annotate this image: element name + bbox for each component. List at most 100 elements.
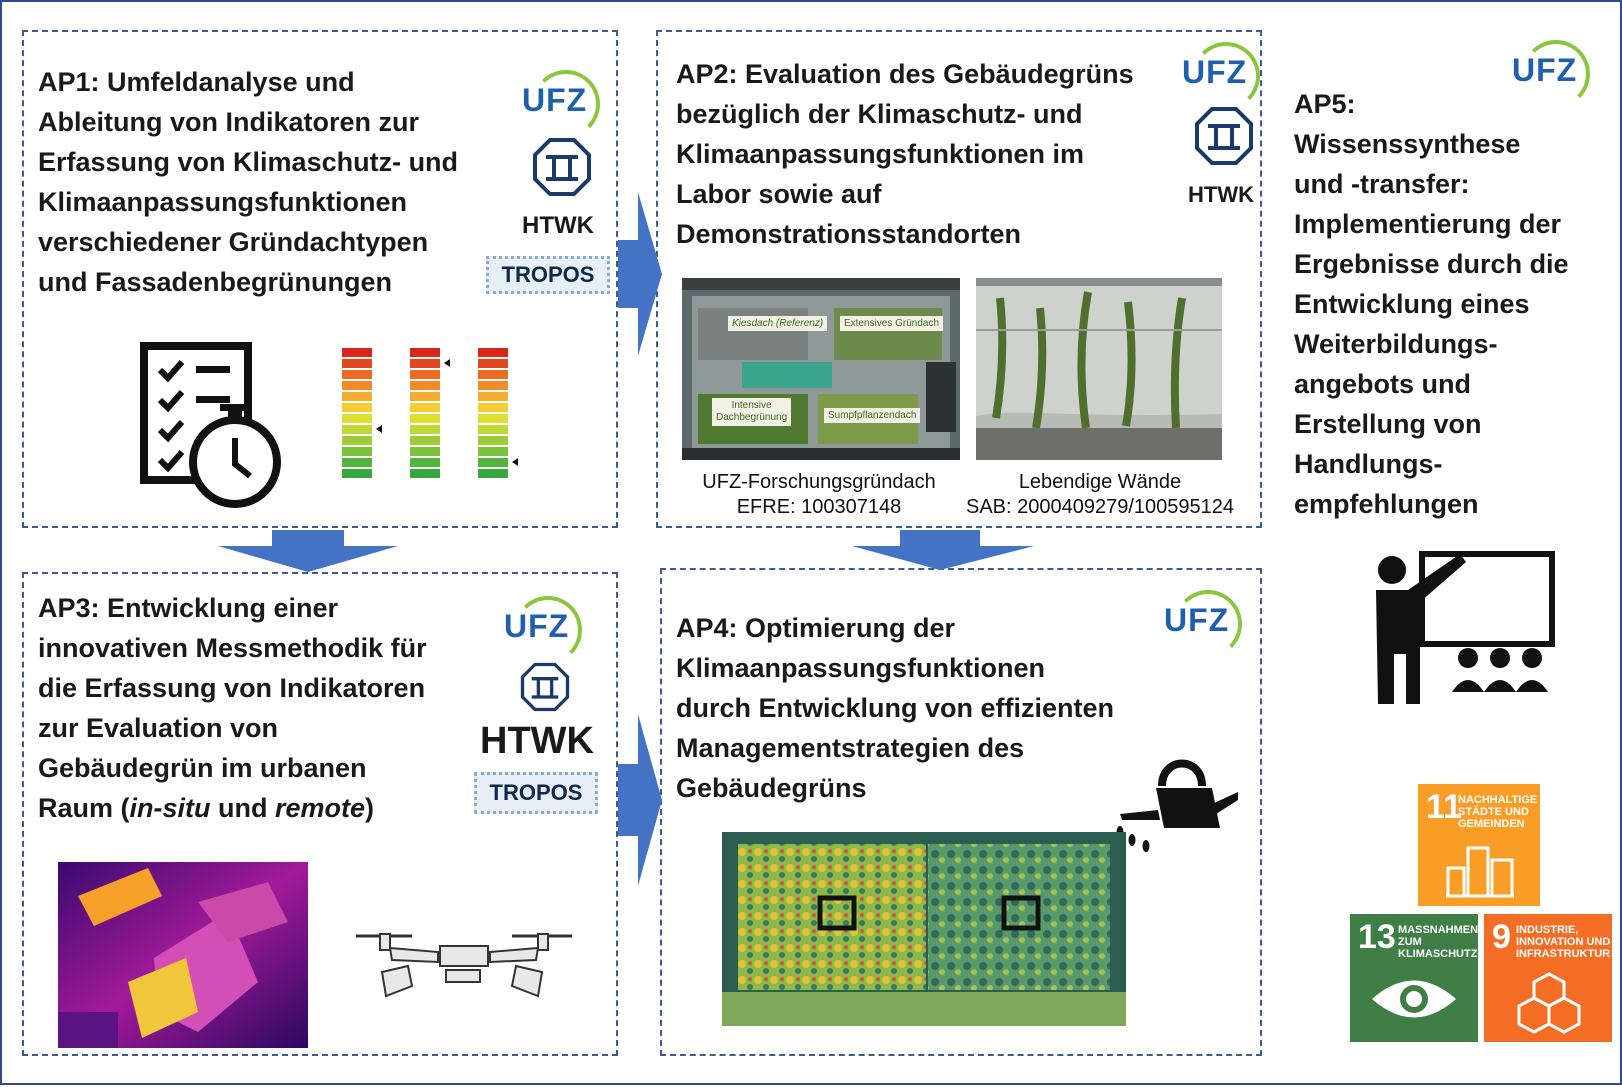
climate-eye-icon [1372, 980, 1456, 1018]
htwk-logo: HTWK [1188, 182, 1254, 207]
ap2-title-line: AP2: Evaluation des Gebäudegrüns [676, 59, 1134, 89]
ufz-arc-icon [514, 596, 582, 664]
indicator-bar-segment [410, 381, 440, 390]
indicator-bar-segment [478, 348, 508, 357]
ap5-title-line: Handlungs- [1294, 449, 1443, 479]
ap1-title-line: Klimaanpassungsfunktionen [38, 187, 408, 217]
sdg-tile-background [1350, 914, 1478, 1042]
indicator-bar-segment [410, 414, 440, 423]
ufz-logo: UFZ [1512, 40, 1590, 108]
checklist-stopwatch-icon [140, 342, 281, 508]
ap3-title-fragment: und [210, 793, 275, 823]
sdg-text-line: KLIMASCHUTZ [1398, 948, 1478, 960]
ap2-title-line: bezüglich der Klimaschutz- und [676, 99, 1083, 129]
indicator-bar-segment [410, 436, 440, 445]
sdg-11-tile: 11 NACHHALTIGE STÄDTE UND GEMEINDEN [1418, 784, 1540, 906]
indicator-bar-segment [342, 447, 372, 456]
ap5-title-line: AP5: [1294, 89, 1356, 119]
ap4-title-line: AP4: Optimierung der [676, 613, 956, 643]
drone-icon [356, 933, 572, 998]
ap2-title-line: Klimaanpassungsfunktionen im [676, 139, 1085, 169]
htwk-logo: HTWK [480, 720, 594, 762]
indicator-bar-segment [410, 348, 440, 357]
ap5-title-line: Entwicklung eines [1294, 289, 1530, 319]
indicator-bar-segment [342, 359, 372, 368]
indicator-bar-segment [342, 381, 372, 390]
sdg-text-line: INFRASTRUKTUR [1516, 948, 1611, 960]
ap2-title-line: Labor sowie auf [676, 179, 882, 209]
sdg-text-line: NACHHALTIGE [1458, 794, 1538, 806]
indicator-bar-segment [478, 425, 508, 434]
ap4-title: AP4: Optimierung der Klimaanpassungsfunk… [676, 608, 1114, 808]
ap3-title-fragment: remote [275, 793, 366, 823]
indicator-bar-segment [478, 469, 508, 478]
indicator-bar-segment [410, 359, 440, 368]
indicator-marker-icon [444, 359, 450, 367]
thermal-aerial-photo [58, 862, 308, 1048]
ap3-title-line: Gebäudegrün im urbanen [38, 753, 367, 783]
ap4-title-line: Gebäudegrüns [676, 773, 867, 803]
tropos-logo: TROPOS [474, 772, 598, 814]
indicator-bar-segment [410, 458, 440, 467]
ap5-title-line: Ergebnisse durch die [1294, 249, 1569, 279]
ap5-title-line: und -transfer: [1294, 169, 1470, 199]
indicator-bar-segment [342, 414, 372, 423]
ap3-title-line: AP3: Entwicklung einer [38, 593, 339, 623]
htwk-emblem-icon [533, 138, 591, 196]
ufz-logo: UFZ [522, 70, 600, 138]
indicator-bars-graphic [342, 348, 518, 478]
ufz-arc-icon [1192, 42, 1260, 110]
indicator-marker-icon [376, 425, 382, 433]
indicator-bar-segment [342, 425, 372, 434]
ufz-arc-icon [1174, 590, 1242, 658]
ufz-logo: UFZ [1182, 42, 1260, 110]
htwk-logo: HTWK [522, 212, 594, 239]
watering-can-icon [1116, 759, 1238, 852]
indicator-bar-segment [342, 403, 372, 412]
ap3-title-line: Raum (in-situ und remote) [38, 788, 427, 828]
teacher-presentation-icon [1376, 551, 1555, 704]
indicator-bar-segment [478, 381, 508, 390]
ap1-title-line: AP1: Umfeldanalyse und [38, 67, 355, 97]
indicator-bar-segment [342, 469, 372, 478]
roof-label-intensiv-line: Dachbegrünung [716, 412, 788, 423]
ap4-title-line: Managementstrategien des [676, 733, 1025, 763]
sdg-text: NACHHALTIGE STÄDTE UND GEMEINDEN [1458, 794, 1537, 830]
indicator-bar-segment [410, 392, 440, 401]
roof-caption-line: EFRE: 100307148 [736, 496, 902, 518]
indicator-bar-segment [410, 469, 440, 478]
indicator-bar-segment [410, 403, 440, 412]
ap2-title-line: Demonstrationsstandorten [676, 219, 1022, 249]
indicator-bar-segment [342, 348, 372, 357]
sustainable-city-icon [1446, 846, 1514, 898]
ap5-title-line: Weiterbildungs- [1294, 329, 1498, 359]
ap5-title-line: Erstellung von [1294, 409, 1482, 439]
ap3-title-line: innovativen Messmethodik für [38, 633, 427, 663]
indicator-bar-segment [478, 403, 508, 412]
ap2-title: AP2: Evaluation des Gebäudegrüns bezügli… [676, 54, 1134, 254]
ufz-arc-icon [532, 70, 600, 138]
sdg-13-tile: 13 MASSNAHMEN ZUM KLIMASCHUTZ [1350, 914, 1478, 1042]
sdg-text-line: MASSNAHMEN ZUM [1398, 924, 1479, 948]
roof-label-kiesdach: Kiesdach (Referenz) [728, 316, 828, 331]
ap3-title-fragment: ) [365, 793, 375, 823]
ap1-title-line: und Fassadenbegrünungen [38, 267, 393, 297]
indicator-bar-segment [410, 370, 440, 379]
arrow-ap1-to-ap2 [618, 192, 662, 356]
indicator-bar-segment [478, 414, 508, 423]
ap3-title-fragment: in-situ [129, 793, 211, 823]
ap1-title-line: Ableitung von Indikatoren zur [38, 107, 420, 137]
indicator-bar-groups [342, 348, 518, 478]
indicator-bar-segment [410, 447, 440, 456]
wall-caption: Lebendige Wände SAB: 2000409279/10059512… [950, 470, 1250, 520]
wall-caption-line: Lebendige Wände [1018, 471, 1182, 493]
sdg-text-line: INDUSTRIE, [1516, 924, 1579, 936]
ap1-title-line: Erfassung von Klimaschutz- und [38, 147, 459, 177]
sdg-tile-background [1418, 784, 1540, 906]
indicator-bar-segment [478, 436, 508, 445]
thermal-roof-image [722, 832, 1126, 1026]
roof-label-extensiv: Extensives Gründach [840, 316, 944, 331]
arrow-ap1-to-ap3 [218, 530, 398, 572]
